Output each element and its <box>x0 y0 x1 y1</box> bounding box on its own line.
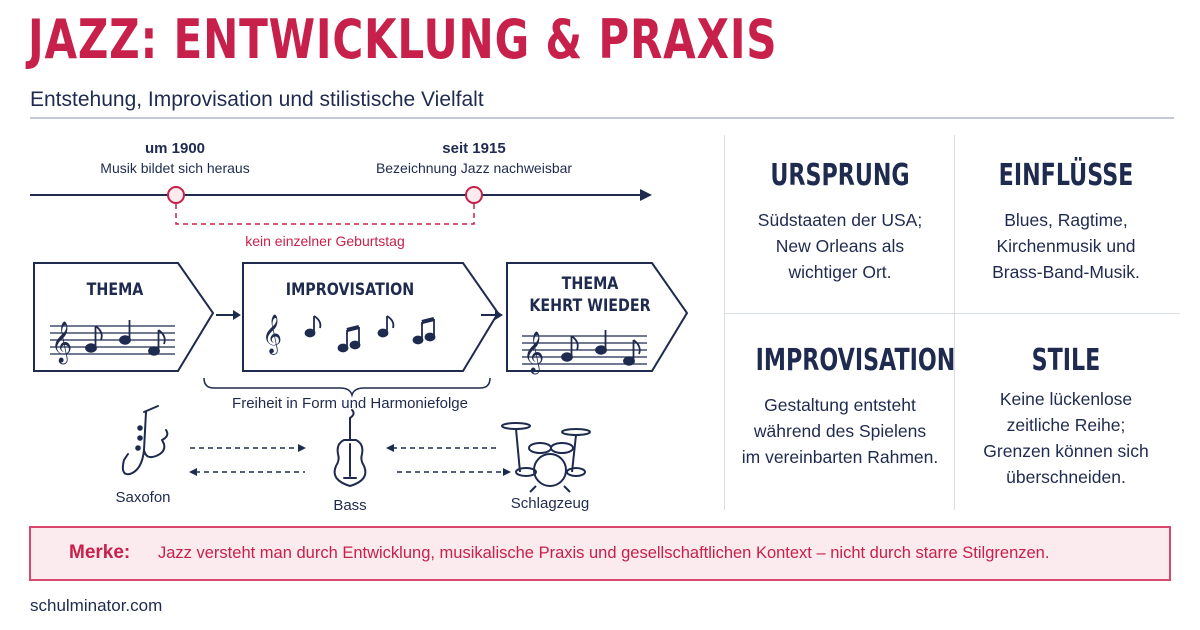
card-ursprung: URSPRUNG Südstaaten der USA; New Orleans… <box>726 158 954 285</box>
instrument-label-drums: Schlagzeug <box>510 495 590 512</box>
instruments-graphic <box>121 405 591 493</box>
card-ursprung-text: Südstaaten der USA; New Orleans als wich… <box>726 207 954 285</box>
arrow-bass-to-sax-head <box>189 468 197 476</box>
timeline-date-1900: um 1900 <box>144 140 206 157</box>
arrow-bass-to-drums-head <box>503 468 511 476</box>
flow-arrow-2-head <box>495 310 503 320</box>
card-ursprung-title: URSPRUNG <box>770 158 910 193</box>
saxophone-icon <box>121 405 169 476</box>
page-title: JAZZ: ENTWICKLUNG & PRAXIS <box>28 8 778 71</box>
form-flow-diagram: 𝄞 𝄞 𝄞 <box>33 262 689 398</box>
card-stile-line: überschneiden. <box>1006 467 1126 487</box>
flow-step-return-label-2: KEHRT WIEDER <box>529 296 651 316</box>
freedom-label: Freiheit in Form und Harmoniefolge <box>232 395 468 412</box>
instrument-label-saxophone: Saxofon <box>115 489 171 506</box>
timeline-date-1915: seit 1915 <box>442 140 506 157</box>
double-bass-icon <box>333 409 367 488</box>
cards-middle-divider <box>724 313 1180 314</box>
timeline-marker-1915 <box>465 186 483 204</box>
arrow-sax-to-bass-head <box>298 444 306 452</box>
card-stile-line: zeitliche Reihe; <box>1006 415 1126 435</box>
card-einfluesse-line: Brass-Band-Musik. <box>992 262 1140 282</box>
flow-step-thema-label: THEMA <box>86 280 144 300</box>
merke-label: Merke: <box>69 542 131 563</box>
timeline-graphic <box>30 186 652 225</box>
card-stile-title: STILE <box>1031 343 1101 378</box>
card-stile-text: Keine lückenlose zeitliche Reihe; Grenze… <box>956 386 1176 490</box>
card-ursprung-line: wichtiger Ort. <box>788 262 892 282</box>
card-improvisation-line: im vereinbarten Rahmen. <box>741 447 939 467</box>
flow-arrow-1-head <box>233 310 241 320</box>
card-improvisation: IMPROVISATION Gestaltung entsteht währen… <box>726 343 956 470</box>
card-improvisation-text: Gestaltung entsteht während des Spielens… <box>726 392 954 470</box>
merke-text: Jazz versteht man durch Entwicklung, mus… <box>158 544 1050 562</box>
flow-step-return-label-1: THEMA <box>561 274 619 294</box>
flow-step-improvisation-label: IMPROVISATION <box>285 280 415 300</box>
sheet-music-icon: 𝄞 <box>50 320 175 364</box>
sheet-music-return-icon: 𝄞 <box>522 330 647 374</box>
page-subtitle: Entstehung, Improvisation und stilistisc… <box>30 88 484 111</box>
arrow-drums-to-bass-head <box>386 444 394 452</box>
card-einfluesse-title: EINFLÜSSE <box>998 158 1134 193</box>
cards-left-border <box>724 135 725 510</box>
card-einfluesse-line: Blues, Ragtime, <box>1004 210 1128 230</box>
drum-kit-icon <box>501 422 591 493</box>
flow-step-return-shape <box>506 262 689 372</box>
card-einfluesse: EINFLÜSSE Blues, Ragtime, Kirchenmusik u… <box>956 158 1176 285</box>
card-improvisation-title: IMPROVISATION <box>755 343 956 378</box>
merke-box: Merke: Jazz versteht man durch Entwicklu… <box>29 526 1171 581</box>
card-stile-line: Grenzen können sich <box>983 441 1149 461</box>
footer-source: schulminator.com <box>30 596 163 615</box>
card-einfluesse-line: Kirchenmusik und <box>996 236 1136 256</box>
timeline-span-bracket <box>175 204 475 225</box>
flow-step-thema-shape <box>33 262 215 372</box>
timeline-note: kein einzelner Geburtstag <box>245 233 405 249</box>
timeline-desc-1915: Bezeichnung Jazz nachweisbar <box>375 160 573 176</box>
card-improvisation-line: während des Spielens <box>753 421 927 441</box>
card-stile-line: Keine lückenlose <box>999 389 1133 409</box>
freedom-brace <box>203 377 491 398</box>
card-einfluesse-text: Blues, Ragtime, Kirchenmusik und Brass-B… <box>956 207 1176 285</box>
cards-center-divider <box>954 135 955 510</box>
card-ursprung-line: Südstaaten der USA; <box>757 210 923 230</box>
instrument-label-bass: Bass <box>333 497 367 514</box>
card-improvisation-line: Gestaltung entsteht <box>764 395 916 415</box>
svg-text:𝄞: 𝄞 <box>51 321 72 364</box>
svg-text:𝄞: 𝄞 <box>523 331 544 374</box>
header-divider <box>30 117 1174 119</box>
timeline-desc-1900: Musik bildet sich heraus <box>100 160 250 176</box>
improvisation-notes-icon: 𝄞 <box>262 314 436 355</box>
flow-step-improvisation-shape <box>242 262 500 372</box>
timeline-marker-1900 <box>167 186 185 204</box>
card-ursprung-line: New Orleans als <box>775 236 905 256</box>
timeline-arrowhead <box>640 189 652 201</box>
svg-text:𝄞: 𝄞 <box>262 314 282 355</box>
card-stile: STILE Keine lückenlose zeitliche Reihe; … <box>956 343 1176 490</box>
